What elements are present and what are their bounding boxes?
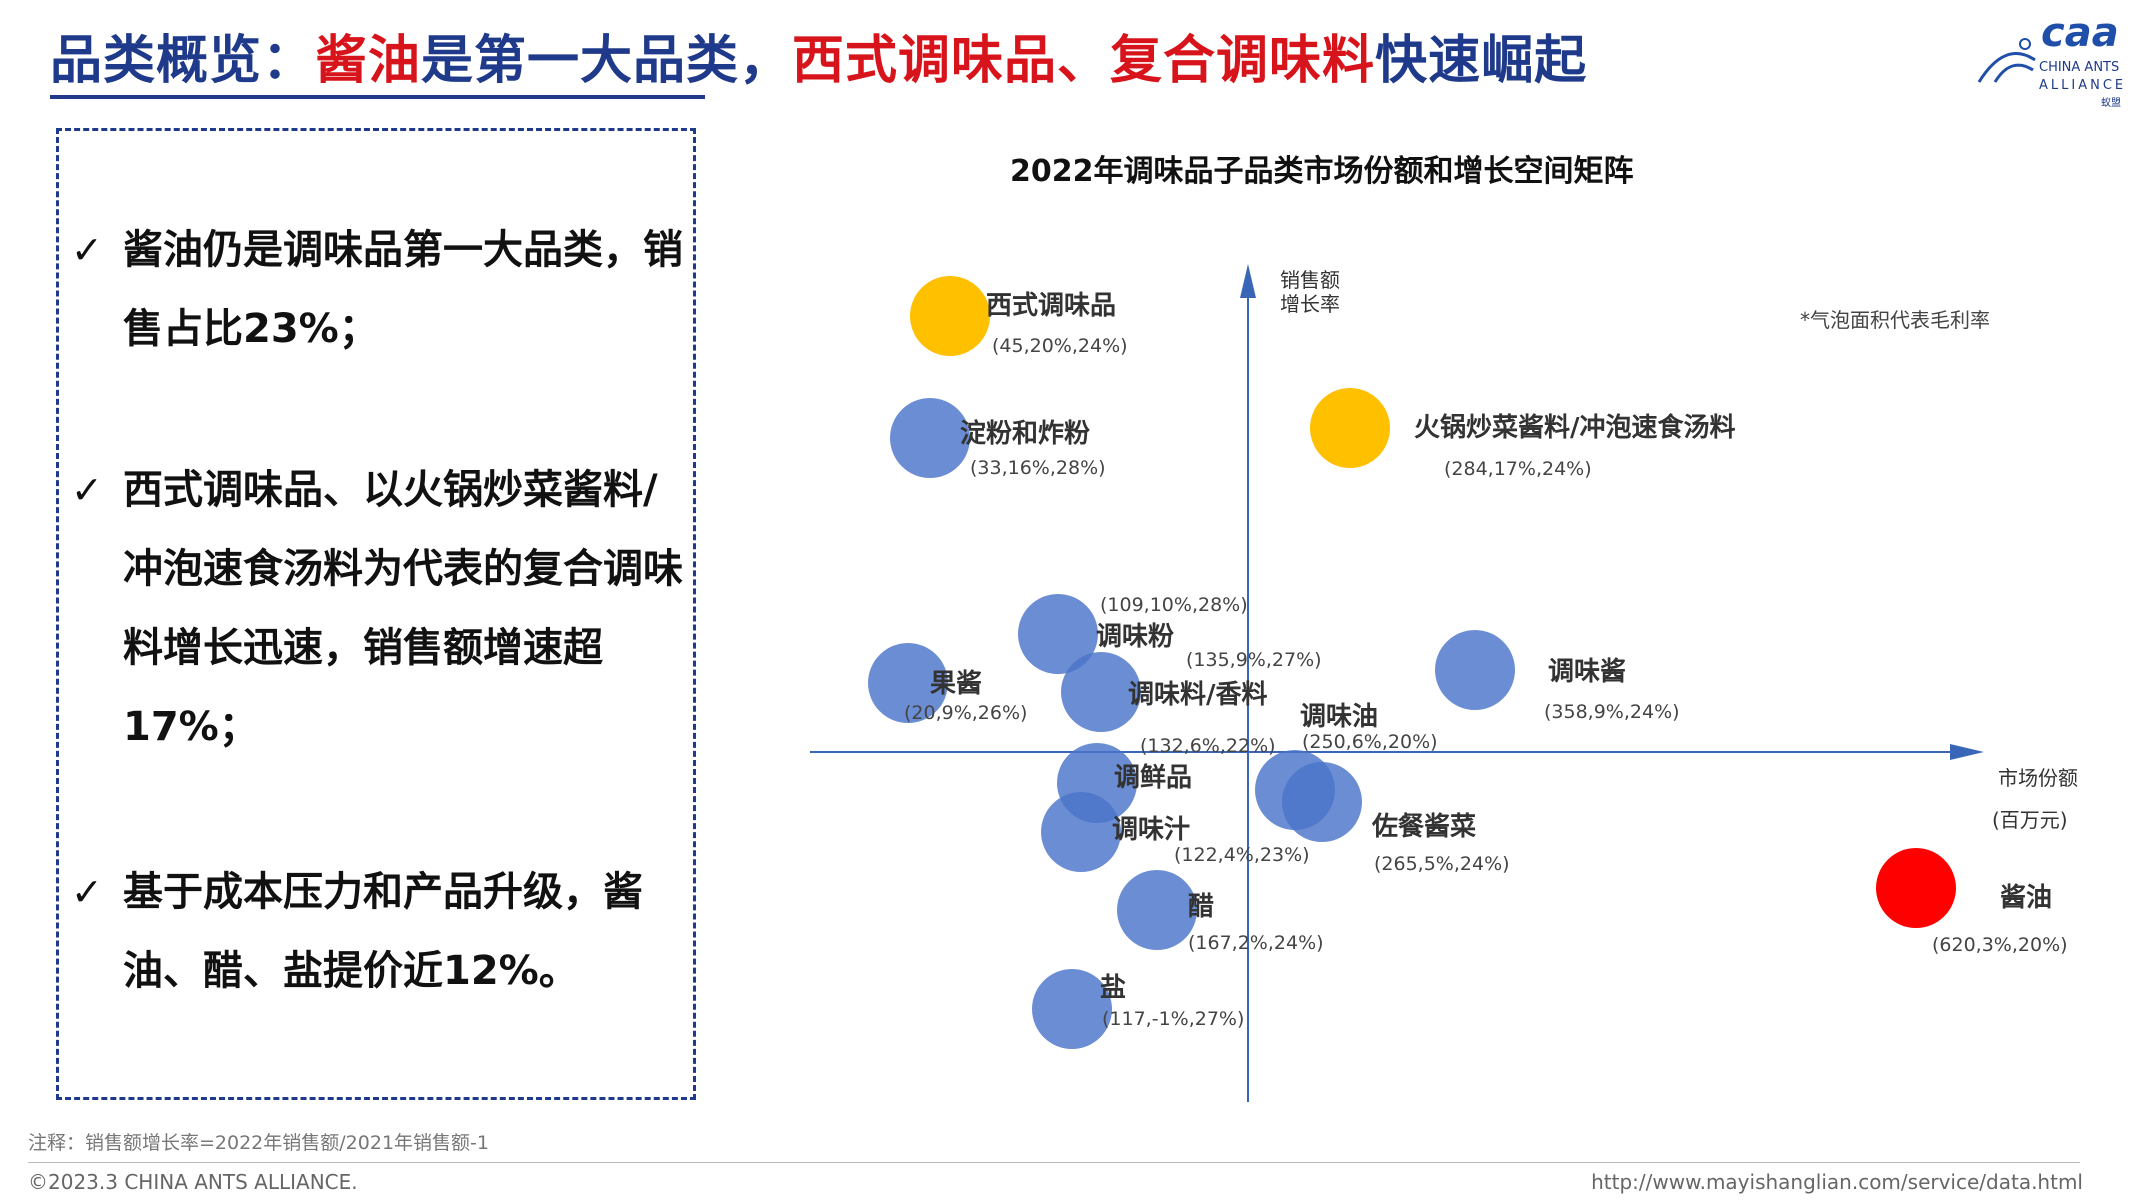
bullet-text: 西式调味品、以火锅炒菜酱料/冲泡速食汤料为代表的复合调味料增长迅速，销售额增速超… xyxy=(123,467,683,750)
check-icon: ✓ xyxy=(71,870,103,914)
bubble-name-label: 盐 xyxy=(1100,973,1126,1003)
bubble-name-label: 调味粉 xyxy=(1096,622,1174,652)
bubble-point xyxy=(1282,762,1362,842)
logo-mark: caa xyxy=(2041,10,2119,56)
bubble-point xyxy=(910,276,990,356)
bubble-value-label: (358,9%,24%) xyxy=(1544,701,1680,723)
bubble-value-label: (122,4%,23%) xyxy=(1174,844,1310,866)
bubble-point xyxy=(1041,792,1121,872)
source-url[interactable]: http://www.mayishanglian.com/service/dat… xyxy=(1591,1170,2083,1194)
bubble-name-label: 果酱 xyxy=(930,668,982,699)
title-segment: 是第一大品类， xyxy=(421,31,793,91)
brand-logo: caa CHINA ANTS ALLIANCE 蚁盟 xyxy=(1975,10,2127,109)
y-axis-label: 销售额 增长率 xyxy=(1280,268,1340,316)
check-icon: ✓ xyxy=(71,468,103,512)
chart-note: *气泡面积代表毛利率 xyxy=(1800,308,1990,332)
bubble-point xyxy=(890,398,970,478)
bubble-value-label: (117,-1%,27%) xyxy=(1102,1008,1244,1030)
bubble-value-label: (132,6%,22%) xyxy=(1140,735,1276,757)
title-underline xyxy=(50,95,705,99)
bubble-name-label: 醋 xyxy=(1188,892,1214,922)
title-highlight: 西式调味品、复合调味料 xyxy=(792,31,1376,91)
bubble-point xyxy=(1435,630,1515,710)
bubble-point xyxy=(868,643,948,723)
bubble-point xyxy=(1117,870,1197,950)
bullet-text: 基于成本压力和产品升级，酱油、醋、盐提价近12%。 xyxy=(123,869,643,994)
bubble-value-label: (45,20%,24%) xyxy=(992,335,1128,357)
footer-divider xyxy=(28,1162,2080,1163)
logo-name-line1: CHINA ANTS xyxy=(2039,60,2120,75)
footnote: 注释：销售额增长率=2022年销售额/2021年销售额-1 xyxy=(28,1132,489,1154)
summary-bullet: ✓ 西式调味品、以火锅炒菜酱料/冲泡速食汤料为代表的复合调味料增长迅速，销售额增… xyxy=(71,451,691,767)
bubble-value-label: (20,9%,26%) xyxy=(904,702,1027,724)
logo-name-cn: 蚁盟 xyxy=(2101,98,2121,109)
copyright: ©2023.3 CHINA ANTS ALLIANCE. xyxy=(28,1170,358,1194)
bubble-name-label: 调味酱 xyxy=(1548,656,1626,687)
bubble-name-label: 西式调味品 xyxy=(986,291,1116,321)
title-segment: 品类概览： xyxy=(50,31,316,91)
bubble-value-label: (109,10%,28%) xyxy=(1100,594,1248,616)
bubble-value-label: (250,6%,20%) xyxy=(1302,731,1438,753)
bubble-value-label: (620,3%,20%) xyxy=(1932,934,2068,956)
bubble-name-label: 佐餐酱菜 xyxy=(1371,811,1476,842)
bubble-point xyxy=(1310,388,1390,468)
check-icon: ✓ xyxy=(71,228,103,272)
y-axis-label-line1: 销售额 xyxy=(1280,268,1340,292)
summary-bullet: ✓ 基于成本压力和产品升级，酱油、醋、盐提价近12%。 xyxy=(71,853,691,1011)
bubble-name-label: 酱油 xyxy=(2000,882,2052,913)
bubble-value-label: (33,16%,28%) xyxy=(970,457,1106,479)
bubble-value-label: (167,2%,24%) xyxy=(1188,932,1324,954)
bubble-point xyxy=(1061,652,1141,732)
bubble-name-label: 调味汁 xyxy=(1112,815,1190,845)
bubble-value-label: (135,9%,27%) xyxy=(1186,649,1322,671)
bubble-value-label: (284,17%,24%) xyxy=(1444,458,1592,480)
title-highlight: 酱油 xyxy=(315,31,422,91)
summary-box: ✓ 酱油仍是调味品第一大品类，销售占比23%； ✓ 西式调味品、以火锅炒菜酱料/… xyxy=(56,128,696,1100)
bubble-name-label: 火锅炒菜酱料/冲泡速食汤料 xyxy=(1414,412,1736,443)
bubble-name-label: 调鲜品 xyxy=(1114,763,1192,793)
x-axis-label: 市场份额 xyxy=(1998,766,2078,790)
x-axis-arrow xyxy=(1950,744,1984,760)
summary-bullet: ✓ 酱油仍是调味品第一大品类，销售占比23%； xyxy=(71,211,691,369)
bubble-name-label: 淀粉和炸粉 xyxy=(960,418,1090,449)
y-axis-arrow xyxy=(1240,264,1256,298)
bubble-point xyxy=(1876,848,1956,928)
bubble-point xyxy=(1032,969,1112,1049)
chart-title: 2022年调味品子品类市场份额和增长空间矩阵 xyxy=(1010,154,1634,189)
bubble-point xyxy=(1018,594,1098,674)
title-segment: 快速崛起 xyxy=(1375,31,1588,91)
bullet-text: 酱油仍是调味品第一大品类，销售占比23%； xyxy=(123,227,683,352)
bubble-value-label: (265,5%,24%) xyxy=(1374,853,1510,875)
y-axis-label-line2: 增长率 xyxy=(1280,292,1340,316)
x-axis-unit: (百万元) xyxy=(1992,808,2068,832)
bubble-name-label: 调味料/香料 xyxy=(1128,680,1268,710)
ant-logo-icon xyxy=(1977,38,2036,83)
bubble-name-label: 调味油 xyxy=(1300,702,1378,732)
page-title: 品类概览：酱油是第一大品类，西式调味品、复合调味料快速崛起 xyxy=(50,18,1587,93)
logo-name-line2: ALLIANCE xyxy=(2039,78,2127,93)
